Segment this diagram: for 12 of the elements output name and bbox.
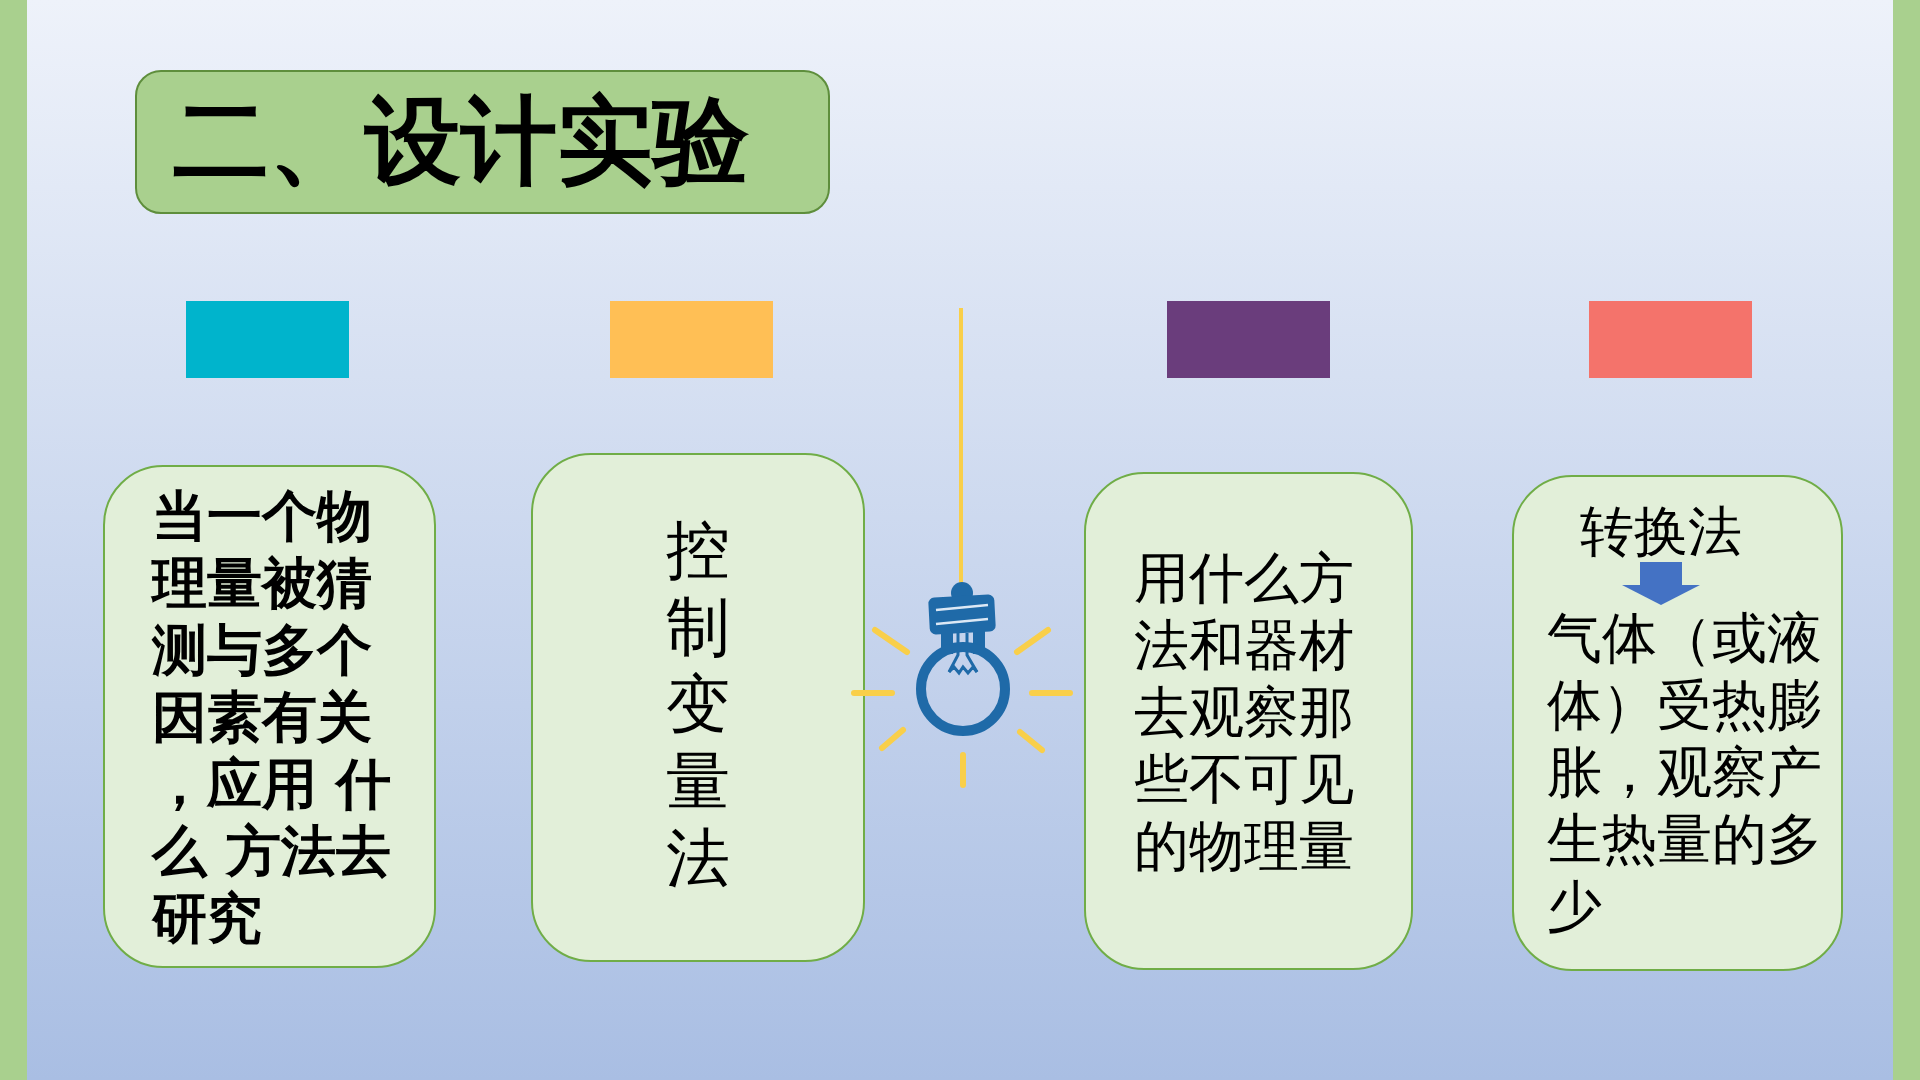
color-block [610,301,773,378]
description-text: 气体（或液体）受热膨胀，观察产生热量的多少 [1547,605,1830,940]
color-block [1589,301,1752,378]
arrow [1622,562,1700,605]
color-block [1167,301,1330,378]
rounded-box: 当一个物理量被猜测与多个因素有关，应用 什么 方法去研究 [103,465,436,968]
rounded-box: 用什么方法和器材去观察那些不可见的物理量 [1084,472,1413,970]
heading-text: 转换法 [1580,502,1742,562]
color-block [186,301,349,378]
rounded-box: 控制变量法 [531,453,865,962]
title-banner: 二、设计实验 [135,70,830,214]
rounded-box [1512,475,1843,971]
